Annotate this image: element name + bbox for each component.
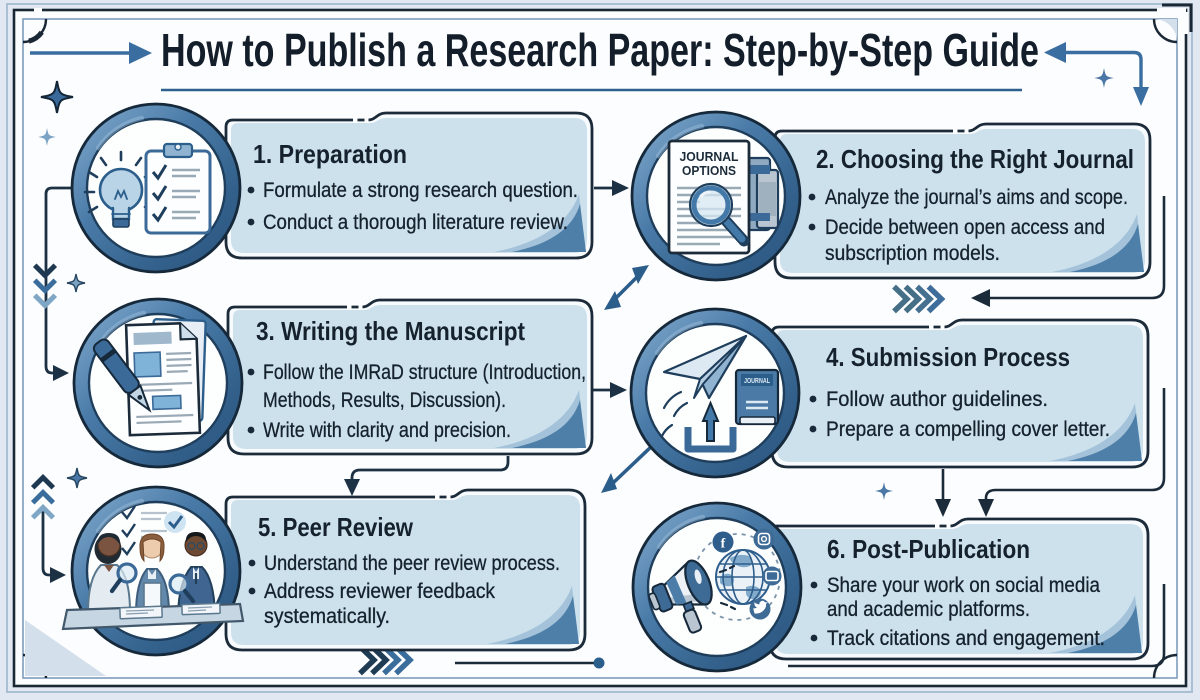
svg-text:3. Writing the Manuscript: 3. Writing the Manuscript — [256, 316, 525, 346]
svg-text:6. Post-Publication: 6. Post-Publication — [827, 534, 1030, 564]
svg-text:Analyze the journal’s aims and: Analyze the journal’s aims and scope. — [825, 186, 1128, 209]
svg-text:subscription models.: subscription models. — [825, 242, 1000, 265]
svg-text:Track citations and engagement: Track citations and engagement. — [827, 627, 1105, 650]
svg-text:JOURNAL: JOURNAL — [680, 150, 739, 164]
svg-text:Follow the IMRaD structure (In: Follow the IMRaD structure (Introduction… — [263, 361, 586, 384]
svg-text:5. Peer Review: 5. Peer Review — [258, 512, 414, 542]
svg-text:1. Preparation: 1. Preparation — [253, 139, 407, 169]
svg-text:Decide between open access and: Decide between open access and — [825, 216, 1105, 239]
svg-text:2. Choosing the Right Journal: 2. Choosing the Right Journal — [816, 144, 1134, 174]
svg-text:Conduct a thorough literature: Conduct a thorough literature review. — [263, 211, 568, 234]
svg-text:Formulate a strong research qu: Formulate a strong research question. — [263, 179, 578, 202]
svg-text:Write with clarity and precisi: Write with clarity and precision. — [263, 419, 511, 442]
svg-text:OPTIONS: OPTIONS — [682, 164, 736, 178]
svg-text:Address reviewer feedback: Address reviewer feedback — [264, 580, 495, 603]
svg-text:Methods, Results, Discussion).: Methods, Results, Discussion). — [263, 389, 506, 412]
svg-text:Understand the peer review pro: Understand the peer review process. — [264, 552, 560, 575]
svg-text:Follow author guidelines.: Follow author guidelines. — [826, 388, 1048, 411]
svg-text:Prepare a compelling cover let: Prepare a compelling cover letter. — [826, 418, 1110, 441]
svg-text:Share your work on social medi: Share your work on social media — [827, 574, 1100, 597]
svg-text:4. Submission Process: 4. Submission Process — [826, 342, 1070, 372]
svg-text:systematically.: systematically. — [264, 605, 390, 628]
svg-text:and academic platforms.: and academic platforms. — [827, 598, 1030, 621]
svg-text:JOURNAL: JOURNAL — [744, 378, 771, 385]
svg-text:f: f — [721, 537, 726, 552]
svg-text:How to Publish a Research Pape: How to Publish a Research Paper: Step-by… — [161, 24, 1039, 76]
